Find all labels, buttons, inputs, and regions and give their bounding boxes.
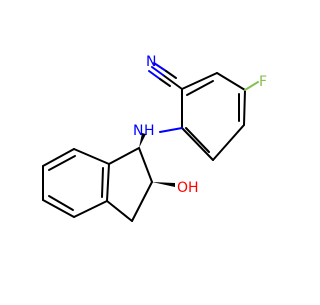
ring-bond	[216, 72, 246, 91]
benzo-bond	[42, 199, 75, 218]
atom-label-amine-h: H	[144, 123, 155, 139]
ring-bond	[243, 89, 246, 126]
ring-double-bond	[186, 80, 214, 96]
triple-bond-3b	[159, 78, 171, 87]
five-ring-bond	[108, 147, 140, 165]
benzo-bond	[73, 200, 108, 218]
triple-bond-3	[148, 70, 161, 80]
n-aryl-bond	[159, 127, 183, 133]
atom-label-hydroxyl: OH	[177, 180, 199, 196]
atom-label-fluorine: F	[259, 74, 267, 90]
benzo-bond	[73, 148, 110, 165]
structure-diagram: N N H F OH	[42, 54, 267, 222]
fluorobenzene-ring	[181, 72, 259, 161]
ring-bond	[181, 127, 214, 161]
ring-bond	[212, 124, 245, 161]
wedge-bond-nh	[139, 133, 146, 148]
benzo-bond	[106, 163, 110, 202]
atom-label-nitrile-n: N	[146, 54, 156, 70]
nitrile-c-bond	[162, 74, 183, 90]
benzo-double-bond	[48, 195, 74, 211]
five-ring-bond	[131, 181, 153, 222]
nitrile-group	[148, 62, 183, 90]
triple-bond-1	[151, 66, 164, 76]
ring-double-bond	[185, 127, 210, 153]
wedge-bond-oh	[152, 182, 175, 187]
triple-bond-2	[153, 62, 167, 72]
indane-ring	[42, 147, 175, 222]
atom-label-amine-n: N	[133, 123, 143, 139]
c-f-bond	[244, 81, 259, 91]
five-ring-bond	[106, 200, 133, 222]
five-ring-bond	[138, 147, 153, 183]
benzo-double-bond	[101, 167, 104, 198]
benzo-double-bond	[48, 155, 76, 171]
triple-bond-2b	[165, 70, 177, 79]
benzo-bond	[42, 148, 75, 167]
ring-bond	[181, 72, 218, 90]
amine-linker	[139, 127, 183, 148]
molecule-canvas: N N H F OH	[42, 54, 267, 222]
